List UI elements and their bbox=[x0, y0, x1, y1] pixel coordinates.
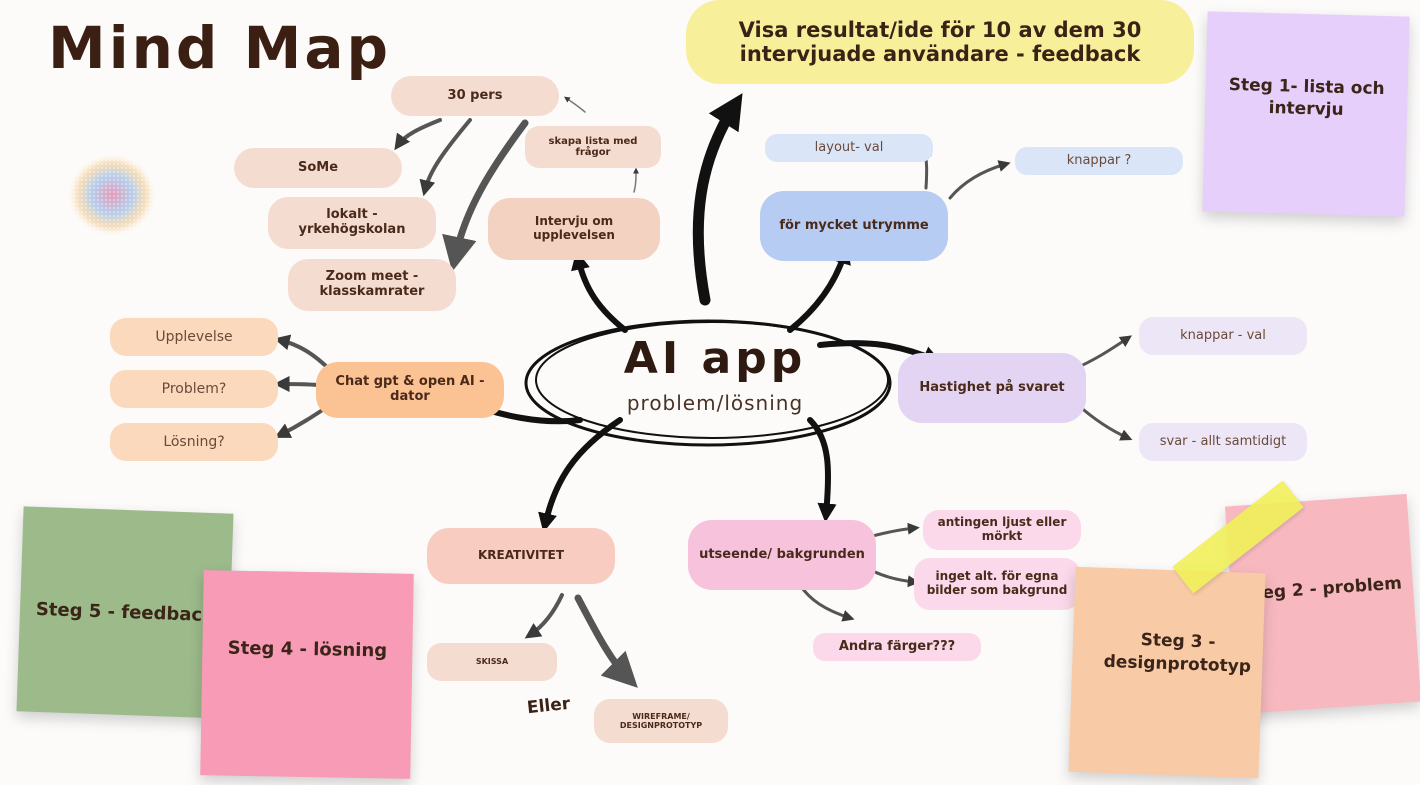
center-subtitle: problem/lösning bbox=[626, 391, 804, 415]
sticky-steg-3: Steg 3 - designprototyp bbox=[1068, 566, 1266, 779]
sticky-steg-1: Steg 1- lista och intervju bbox=[1202, 11, 1410, 217]
node-problem: Problem? bbox=[110, 370, 278, 408]
sticky-steg-3-text: Steg 3 - designprototyp bbox=[1103, 630, 1252, 677]
feedback-banner: Visa resultat/ide för 10 av dem 30 inter… bbox=[686, 0, 1194, 84]
node-utseende: utseende/ bakgrunden bbox=[688, 520, 876, 590]
node-knappar-q: knappar ? bbox=[1015, 147, 1183, 175]
node-some: SoMe bbox=[234, 148, 402, 188]
node-andra-farger: Andra färger??? bbox=[813, 633, 981, 661]
node-layout-val: layout- val bbox=[765, 134, 933, 162]
node-upplevelse: Upplevelse bbox=[110, 318, 278, 356]
sticky-steg-5-text: Steg 5 - feedback bbox=[35, 598, 215, 627]
center-ellipse bbox=[524, 319, 892, 447]
sticky-steg-1-text: Steg 1- lista och intervju bbox=[1228, 74, 1385, 121]
node-ljust-morkt: antingen ljust eller mörkt bbox=[923, 510, 1081, 550]
node-skissa: SKISSA bbox=[427, 643, 557, 681]
node-svar-allt: svar - allt samtidigt bbox=[1139, 423, 1307, 461]
node-lokalt: lokalt - yrkehögskolan bbox=[268, 197, 436, 249]
node-chatgpt: Chat gpt & open AI - dator bbox=[316, 362, 504, 418]
node-kreativitet: KREATIVITET bbox=[427, 528, 615, 584]
center-title: AI app bbox=[623, 333, 807, 384]
dot-cluster-graphic bbox=[66, 152, 158, 238]
node-losning: Lösning? bbox=[110, 423, 278, 461]
sticky-steg-4: Steg 4 - lösning bbox=[200, 570, 414, 779]
node-intervju: Intervju om upplevelsen bbox=[488, 198, 660, 260]
node-knappar-val: knappar - val bbox=[1139, 317, 1307, 355]
node-hastighet: Hastighet på svaret bbox=[898, 353, 1086, 423]
sticky-steg-4-text: Steg 4 - lösning bbox=[227, 637, 388, 662]
node-zoom: Zoom meet - klasskamrater bbox=[288, 259, 456, 311]
node-egna-bilder: inget alt. för egna bilder som bakgrund bbox=[914, 558, 1080, 610]
node-wireframe: WIREFRAME/ DESIGNPROTOTYP bbox=[594, 699, 728, 743]
node-skapa-lista: skapa lista med frågor bbox=[525, 126, 661, 168]
sticky-steg-2-text: Steg 2 - problem bbox=[1241, 573, 1403, 605]
node-30-pers: 30 pers bbox=[391, 76, 559, 116]
page-title: Mind Map bbox=[48, 14, 391, 82]
node-for-mycket-utrymme: för mycket utrymme bbox=[760, 191, 948, 261]
